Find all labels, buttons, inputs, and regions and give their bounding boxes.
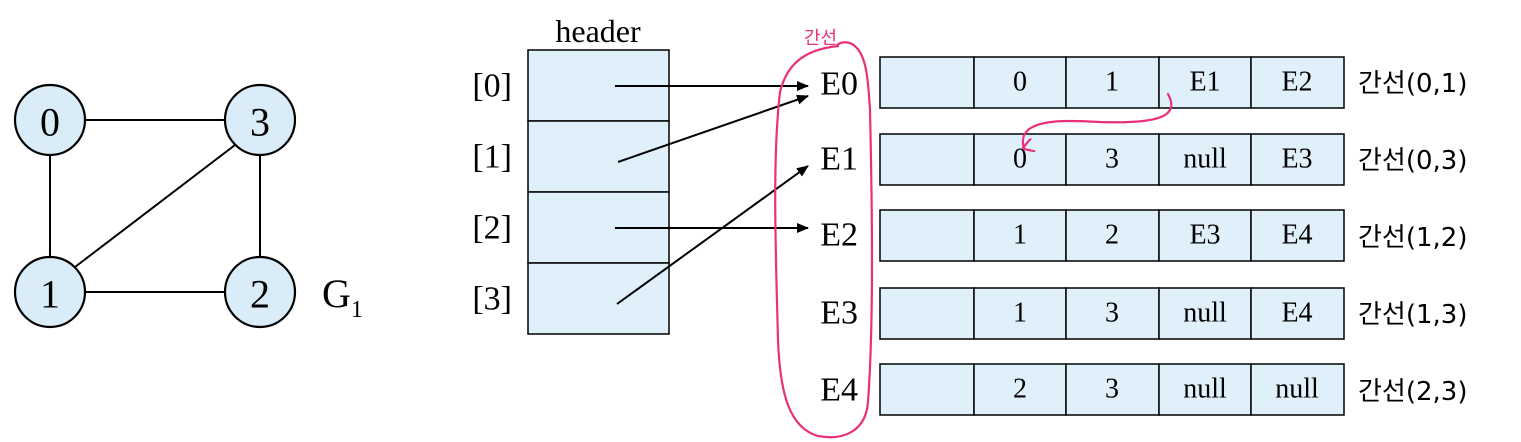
edge-description: 간선(0,1) — [1358, 69, 1467, 99]
edge-cell-text: 1 — [1105, 67, 1119, 98]
header-cell-1 — [527, 120, 670, 193]
edge-name: E4 — [820, 372, 858, 409]
edge-cell-mark — [879, 209, 975, 262]
graph-name-label: G1 — [322, 271, 363, 323]
graph-node-label: 1 — [40, 272, 60, 317]
edge-cell-link2 — [1250, 133, 1345, 186]
edge-cell-link1 — [1158, 209, 1252, 262]
edge-cell-text: E1 — [1189, 67, 1220, 98]
edge-node-e2: E2 1 2 E3 E4 간선(1,2) — [820, 209, 1467, 262]
edge-cell-mark — [879, 133, 975, 186]
edge-cell-text: 3 — [1105, 298, 1119, 329]
edge-cell-text: E4 — [1281, 220, 1312, 251]
edge-cell-vertex1 — [973, 209, 1067, 262]
edge-cell-text: E2 — [1281, 67, 1312, 98]
edge-node-e3: E3 1 3 null E4 간선(1,3) — [820, 287, 1467, 340]
annotation-arrow — [1023, 92, 1173, 148]
edge-cell-text: null — [1183, 144, 1227, 175]
edge-name: E2 — [820, 217, 858, 254]
edge-cell-text: 3 — [1105, 144, 1119, 175]
edge-cell-text: 0 — [1013, 67, 1027, 98]
edge-name: E1 — [820, 141, 858, 178]
edge-cell-link2 — [1250, 287, 1345, 340]
edge-cell-vertex2 — [1065, 363, 1160, 416]
graph-edge-1-3 — [74, 144, 236, 268]
edge-name: E0 — [820, 66, 858, 103]
edge-description: 간선(1,2) — [1358, 223, 1467, 253]
header-index-2: [2] — [472, 210, 512, 247]
graph-node-label: 3 — [250, 100, 270, 145]
header-index-3: [3] — [472, 281, 512, 318]
graph-node-2: 2 — [223, 255, 297, 329]
header-cell-3 — [527, 262, 670, 335]
graph-node-0: 0 — [13, 83, 87, 157]
edge-cell-vertex2 — [1065, 133, 1160, 186]
edge-cell-vertex1 — [973, 56, 1067, 109]
header-title: header — [555, 13, 641, 49]
edge-cell-link2 — [1250, 363, 1345, 416]
edge-cell-link1 — [1158, 287, 1252, 340]
edge-description: 간선(2,3) — [1358, 377, 1467, 407]
edge-cell-text: 1 — [1013, 220, 1027, 251]
edge-description: 간선(1,3) — [1358, 300, 1467, 330]
edge-cell-text: 2 — [1013, 374, 1027, 405]
edge-node-e4: E4 2 3 null null 간선(2,3) — [820, 363, 1467, 416]
edge-cell-text: 2 — [1105, 220, 1119, 251]
edge-cell-text: null — [1183, 298, 1227, 329]
edge-cell-link2 — [1250, 209, 1345, 262]
annotation-label: 간선 — [804, 28, 837, 49]
edge-cell-text: null — [1275, 374, 1319, 405]
edge-cell-text: E3 — [1281, 144, 1312, 175]
handwritten-annotation: 간선 — [774, 28, 1173, 439]
edge-name: E3 — [820, 295, 858, 332]
graph-node-label: 0 — [40, 100, 60, 145]
edge-cell-text: E3 — [1189, 220, 1220, 251]
graph-node-label: 2 — [250, 272, 270, 317]
edge-cell-vertex2 — [1065, 209, 1160, 262]
graph-node-3: 3 — [223, 83, 297, 157]
edge-cell-link2 — [1250, 56, 1345, 109]
edge-cell-mark — [879, 287, 975, 340]
edge-node-e0: E0 0 1 E1 E2 간선(0,1) — [820, 56, 1467, 109]
graph-g1: 0 3 1 2 G1 — [13, 83, 363, 329]
edge-cell-mark — [879, 363, 975, 416]
header-array: header [0] [1] [2] [3] — [472, 13, 670, 335]
edge-node-e1: E1 0 3 null E3 간선(0,3) — [820, 133, 1467, 186]
edge-description: 간선(0,3) — [1358, 146, 1467, 176]
edge-cell-text: 1 — [1013, 298, 1027, 329]
edge-cell-vertex1 — [973, 287, 1067, 340]
edge-cell-text: 3 — [1105, 374, 1119, 405]
header-index-0: [0] — [472, 68, 512, 105]
edge-cell-vertex2 — [1065, 287, 1160, 340]
edge-cell-text: null — [1183, 374, 1227, 405]
edge-cell-text: E4 — [1281, 298, 1312, 329]
annotation-enclosure — [774, 41, 874, 439]
edge-cell-mark — [879, 56, 975, 109]
pointer-1-to-e0 — [617, 94, 809, 163]
header-index-1: [1] — [472, 139, 512, 176]
graph-node-1: 1 — [13, 255, 87, 329]
